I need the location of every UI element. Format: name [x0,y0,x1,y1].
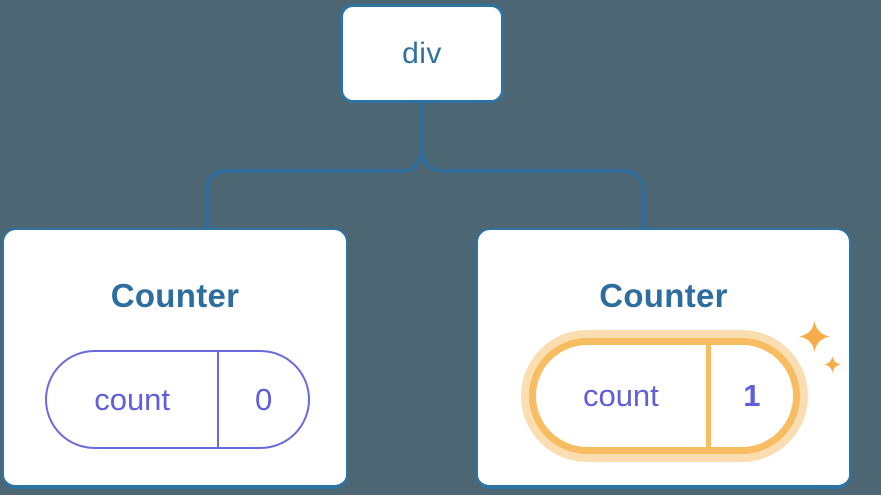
counter-card-right: Counter count 1 [476,228,851,489]
state-pill-highlighted: count 1 [529,338,800,454]
component-title: Counter [110,277,240,314]
component-title: Counter [599,277,728,314]
state-key: count [47,352,220,447]
root-node-label: div [402,36,442,70]
counter-card-left: Counter count 0 [2,228,348,489]
root-node-div: div [340,4,504,103]
state-value: 0 [254,381,273,417]
state-pill: count 0 [45,350,310,449]
left-branch-line [205,147,424,229]
state-value: 1 [743,378,761,413]
state-key: count [536,345,711,447]
right-branch-line [420,147,645,229]
